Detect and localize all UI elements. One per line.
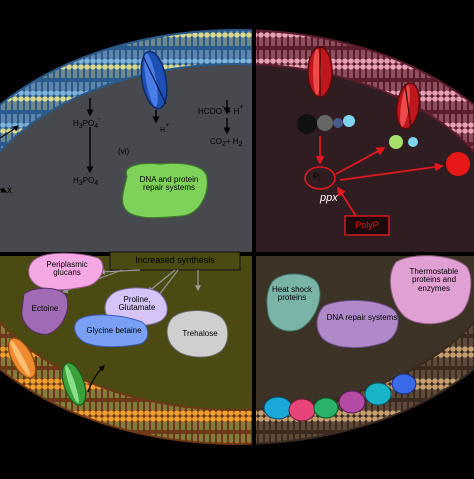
q1-hcoo: HCOO- + H+ xyxy=(198,104,244,116)
q3-trehalose-label: Trehalose xyxy=(182,329,218,338)
q2-molecule-chain xyxy=(297,114,355,134)
q4-thermo-label: Thermostable proteins and enzymes xyxy=(409,267,459,293)
q1-numeral: (vi) xyxy=(118,147,130,156)
q1-h3po4: H3PO4 xyxy=(73,176,99,187)
q3-glycine-label: Glycine betaine xyxy=(86,326,142,335)
q2-ppx: ppx xyxy=(320,192,338,204)
q3-trehalose-blob xyxy=(166,310,229,358)
q3-glycine-blob xyxy=(74,314,149,348)
q3-periplasmic-label: Periplasmic glucans xyxy=(46,260,88,278)
q2-red-transporter-1 xyxy=(307,46,333,98)
q2-red-sphere xyxy=(446,152,470,176)
q2-polyp-label: PolyP xyxy=(355,220,379,230)
q4-heatshock-label: Heat shock proteins xyxy=(271,285,313,303)
q2-pi-circle xyxy=(304,166,336,190)
q1-co2: CO2+ H2 xyxy=(210,137,243,148)
q2-pi: Pi xyxy=(313,171,321,183)
q4-heatshock-blob xyxy=(266,273,321,332)
q1-blue-transporter xyxy=(140,50,168,110)
q4-membrane-proteins xyxy=(263,373,417,422)
q1-left-arrow xyxy=(0,125,19,139)
q1-left-arrow-2 xyxy=(0,187,8,193)
q2-polyp-arrow xyxy=(337,186,357,217)
q1-h3po4-minus: H3PO4- xyxy=(73,116,101,130)
q1-membrane xyxy=(0,29,252,154)
q1-repair-label: DNA and protein repair systems xyxy=(139,175,199,193)
q2-polyp-box xyxy=(344,215,390,236)
q4-dna-label: DNA repair systems xyxy=(326,313,398,322)
q1-hplus: H+ xyxy=(160,122,170,134)
q3-increased-label: Increased synthesis xyxy=(135,255,215,265)
q3-glycine-arrow xyxy=(87,365,105,393)
q3-ectoine-label: Ectoine xyxy=(31,304,59,313)
q3-orange-channel xyxy=(7,337,37,379)
q2-green-sphere xyxy=(389,135,403,149)
q2-red-transporter-2 xyxy=(395,82,421,130)
q1-x-mark: ẋ xyxy=(7,185,12,196)
q2-diag-arrow xyxy=(335,147,386,175)
q3-ectoine-blob xyxy=(21,287,69,335)
q3-proline-label: Proline, Glutamate xyxy=(118,295,156,313)
q3-periplasmic-blob xyxy=(28,252,104,291)
q3-arrow-proline xyxy=(147,269,176,293)
q3-membrane xyxy=(0,320,252,445)
q1-repair-blob xyxy=(121,162,208,219)
vertical-divider xyxy=(252,0,256,474)
q2-cyan-sphere xyxy=(408,137,418,147)
q2-right-arrow xyxy=(339,162,444,181)
q4-thermo-blob xyxy=(389,255,472,325)
q3-green-channel xyxy=(61,362,87,406)
q4-dna-blob xyxy=(316,299,399,349)
